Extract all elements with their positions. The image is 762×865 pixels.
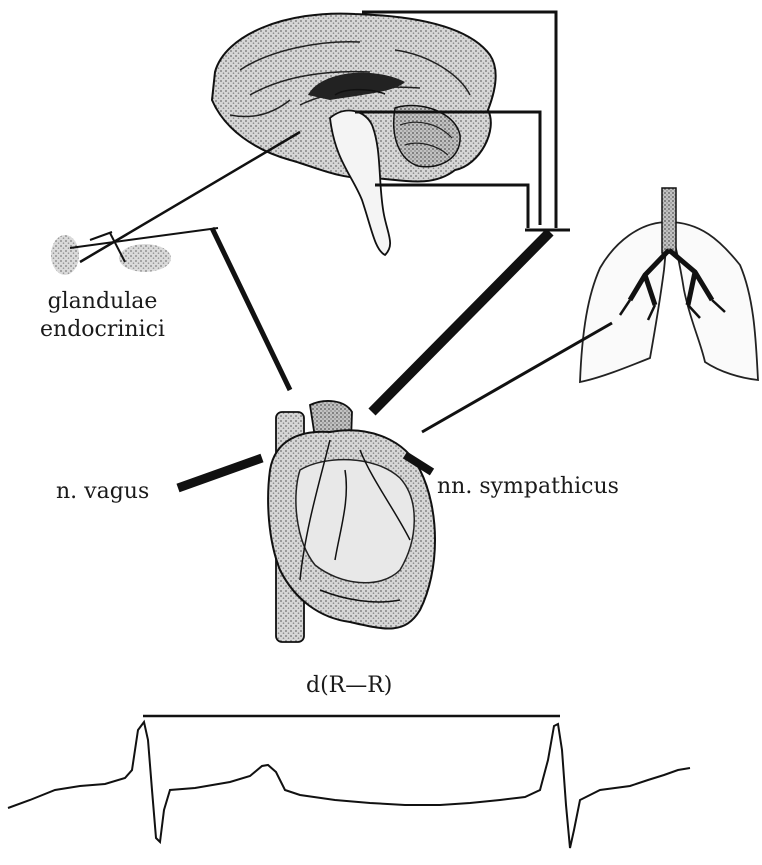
glands-label-line1: glandulae bbox=[40, 288, 165, 316]
vagus-nerve-line bbox=[178, 458, 262, 488]
endocrine-glands-illustration bbox=[51, 132, 300, 390]
heart-illustration bbox=[268, 401, 435, 642]
sympathicus-label: nn. sympathicus bbox=[437, 473, 619, 501]
vagus-label: n. vagus bbox=[56, 478, 149, 506]
ecg-trace bbox=[8, 722, 690, 848]
brain-illustration bbox=[212, 14, 496, 255]
lungs-illustration bbox=[580, 188, 758, 382]
glands-label-line2: endocrinici bbox=[40, 316, 165, 344]
rr-interval-label: d(R—R) bbox=[306, 672, 392, 700]
glands-label: glandulae endocrinici bbox=[40, 288, 165, 344]
